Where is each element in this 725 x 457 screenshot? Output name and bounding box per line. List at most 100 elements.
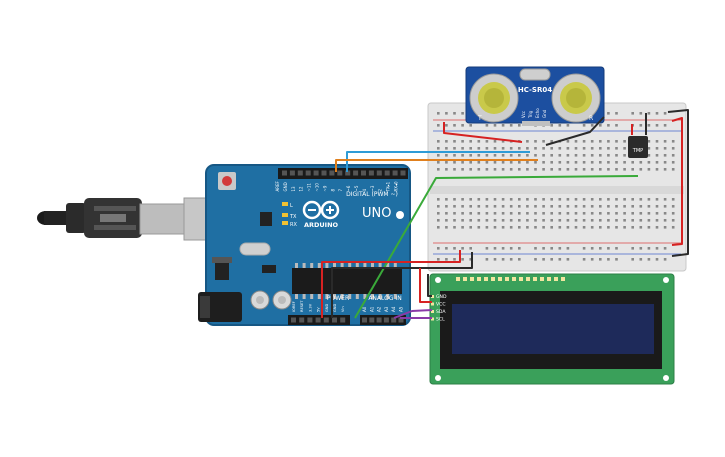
digital-pin-label: ~10 bbox=[315, 183, 320, 192]
digital-pin-label: 8 bbox=[330, 189, 335, 192]
lcd-pin[interactable] bbox=[431, 317, 434, 321]
power-pin-hole[interactable] bbox=[323, 317, 329, 323]
wire-black-sensor bbox=[545, 116, 605, 146]
arduino-model: UNO bbox=[362, 206, 391, 221]
power-pin-hole[interactable] bbox=[315, 317, 321, 323]
wire-blue-trig bbox=[346, 151, 530, 172]
power-pin-label: Vin bbox=[341, 306, 345, 312]
digital-header bbox=[278, 168, 408, 179]
analog-pin-label: A4 bbox=[391, 306, 396, 312]
power-pin-hole[interactable] bbox=[299, 317, 305, 323]
digital-pin-label: ~9 bbox=[322, 185, 327, 191]
digital-pin-hole[interactable] bbox=[289, 170, 295, 176]
digital-pin-hole[interactable] bbox=[368, 170, 374, 176]
digital-pin-hole[interactable] bbox=[400, 170, 406, 176]
digital-pin-hole[interactable] bbox=[353, 170, 359, 176]
digital-pin-hole[interactable] bbox=[329, 170, 335, 176]
digital-pin-label: 12 bbox=[299, 186, 304, 192]
digital-pin-hole[interactable] bbox=[297, 170, 303, 176]
arduino-logo bbox=[302, 200, 340, 220]
digital-pin-hole[interactable] bbox=[313, 170, 319, 176]
digital-pin-hole[interactable] bbox=[282, 170, 287, 176]
wire-black-gnd bbox=[331, 252, 473, 318]
lcd-pin-label: SCL bbox=[436, 317, 445, 323]
ultrasonic-pin-label: Vcc bbox=[521, 111, 526, 118]
digital-pin-label: RX◂0 bbox=[394, 181, 399, 192]
ultrasonic-label: HC-SR04 bbox=[518, 86, 552, 94]
wire-red-rail bbox=[671, 117, 683, 246]
power-pin-hole[interactable] bbox=[340, 317, 346, 323]
arduino-brand: ARDUINO bbox=[304, 221, 339, 229]
led-rx-label: RX bbox=[290, 222, 297, 228]
digital-pin-hole[interactable] bbox=[345, 170, 351, 176]
digital-pin-label: AREF bbox=[275, 180, 280, 191]
wire-red-lcd-vcc bbox=[419, 268, 432, 303]
led-tx-label: TX bbox=[289, 214, 297, 220]
digital-pin-label: TX▸1 bbox=[386, 181, 391, 192]
receiver-transducer bbox=[551, 73, 601, 123]
digital-pin-label: ~11 bbox=[307, 183, 312, 192]
lcd-pin-label: VCC bbox=[436, 302, 446, 308]
power-pin-hole[interactable] bbox=[332, 317, 337, 323]
wires bbox=[321, 109, 689, 319]
digital-pin-hole[interactable] bbox=[305, 170, 311, 176]
transmitter-mark: T bbox=[477, 115, 482, 122]
analog-pin-hole[interactable] bbox=[362, 317, 367, 323]
power-pin-label: GND bbox=[325, 304, 329, 312]
power-pin-label: 5V bbox=[317, 307, 321, 312]
lcd-pin[interactable] bbox=[431, 310, 434, 313]
power-pin-label: IOREF bbox=[292, 301, 296, 312]
digital-pin-hole[interactable] bbox=[337, 170, 343, 176]
wire-purple-sda bbox=[393, 309, 433, 319]
digital-pin-hole[interactable] bbox=[392, 170, 398, 176]
ultrasonic-pin-label: Echo bbox=[535, 108, 540, 118]
breadboard bbox=[427, 102, 687, 272]
power-label: POWER bbox=[327, 295, 349, 302]
digital-pin-label: ~3 bbox=[370, 185, 375, 191]
wire-red-5v bbox=[321, 250, 461, 318]
lcd-pin[interactable] bbox=[431, 295, 434, 298]
wire-green-temp bbox=[354, 175, 639, 319]
digital-pin-label: 4 bbox=[362, 189, 367, 192]
power-pin-hole[interactable] bbox=[291, 317, 296, 323]
digital-pin-label: ~6 bbox=[346, 185, 351, 191]
analog-pin-label: A2 bbox=[377, 306, 382, 312]
lcd-screen bbox=[452, 304, 654, 354]
power-pin-hole[interactable] bbox=[307, 317, 313, 323]
crystal-oscillator bbox=[239, 242, 271, 256]
digital-pin-label: 2 bbox=[378, 189, 383, 192]
power-pin-label: 3.3V bbox=[308, 303, 312, 312]
ultrasonic-pin-label: Trig bbox=[528, 110, 533, 119]
analog-pin-label: A5 bbox=[399, 306, 404, 312]
wire-orange-echo bbox=[335, 159, 538, 172]
wire-red-sensor bbox=[443, 122, 523, 143]
analog-pin-label: A3 bbox=[384, 306, 389, 312]
digital-pin-hole[interactable] bbox=[376, 170, 382, 176]
analog-pin-hole[interactable] bbox=[398, 317, 404, 323]
analog-pin-hole[interactable] bbox=[376, 317, 382, 323]
lcd-pin-label: GND bbox=[436, 294, 447, 300]
power-pin-label: RESET bbox=[300, 300, 304, 312]
lcd-pin[interactable] bbox=[431, 302, 434, 306]
analog-pin-label: A0 bbox=[362, 306, 367, 312]
analog-pin-hole[interactable] bbox=[369, 317, 375, 323]
digital-pin-hole[interactable] bbox=[384, 170, 390, 176]
digital-pin-hole[interactable] bbox=[361, 170, 366, 176]
wire-black-rail bbox=[667, 109, 689, 257]
tmp36-temperature-sensor[interactable]: TMP bbox=[628, 136, 648, 158]
analog-pin-hole[interactable] bbox=[391, 317, 397, 323]
analog-header bbox=[360, 315, 406, 325]
power-pin-label: GND bbox=[333, 304, 337, 312]
atmega-chip bbox=[292, 268, 402, 294]
analog-pin-hole[interactable] bbox=[383, 317, 389, 323]
ultrasonic-pin-label: Gnd bbox=[542, 109, 547, 118]
temp-sensor-label: TMP bbox=[632, 148, 643, 154]
digital-pin-label: 13 bbox=[291, 186, 296, 192]
analog-label: ANALOG IN bbox=[368, 295, 401, 302]
digital-pin-hole[interactable] bbox=[321, 170, 327, 176]
